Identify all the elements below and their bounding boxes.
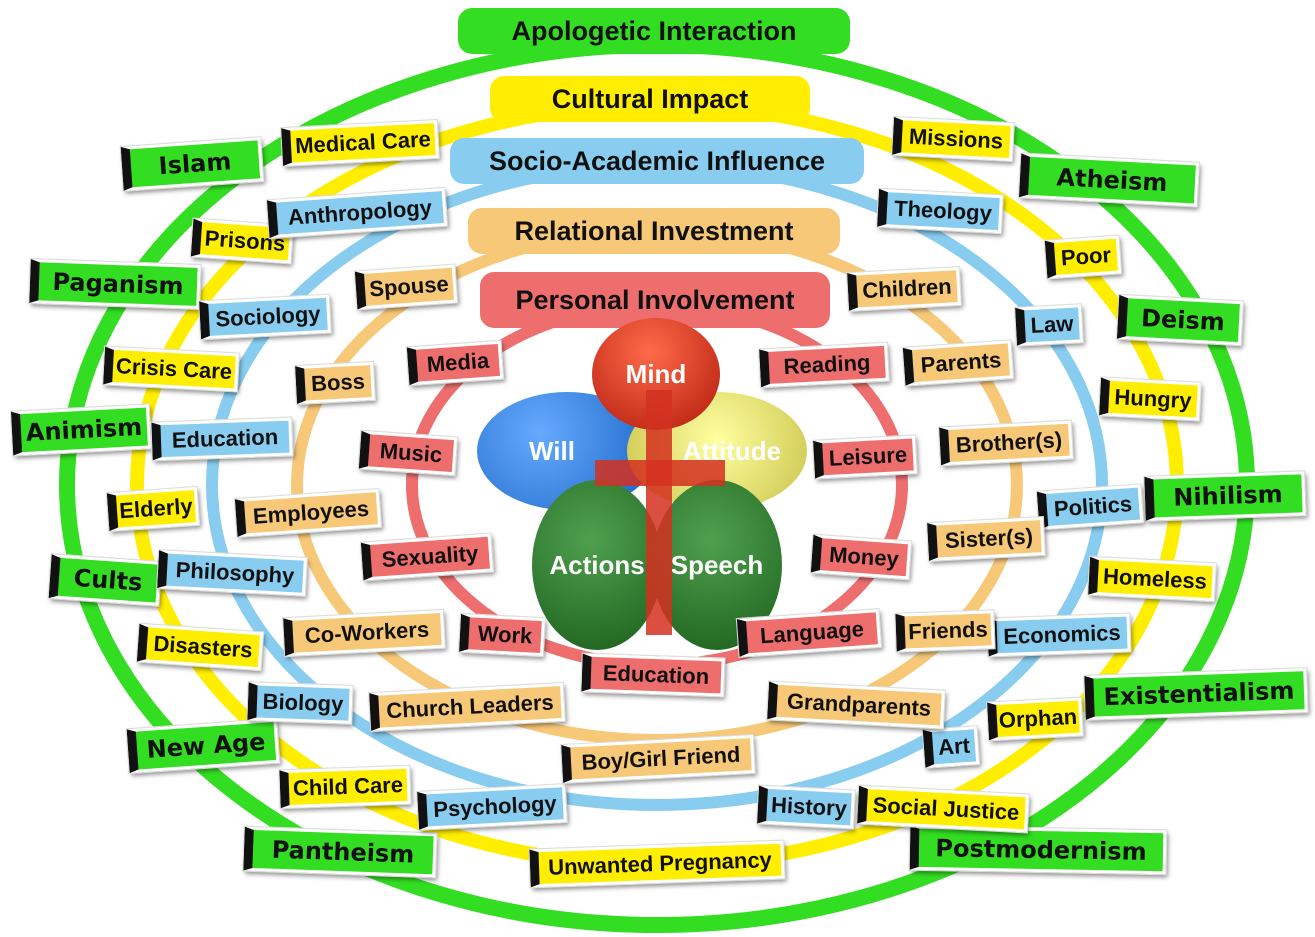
- banner-apologetic: Apologetic Interaction: [458, 8, 850, 54]
- worldviews-tag: Paganism: [28, 257, 202, 311]
- relational-items-tag: Spouse: [353, 263, 459, 311]
- cross-icon: [595, 390, 725, 635]
- socio-items-tag: Theology: [876, 187, 1004, 235]
- relational-items-tag: Sister(s): [926, 515, 1046, 563]
- petal-mind: Mind: [592, 318, 720, 430]
- relational-items-tag: Children: [846, 265, 962, 313]
- relational-items-tag: Friends: [894, 609, 996, 653]
- worldviews-tag: Animism: [9, 403, 153, 457]
- worldviews-tag: Postmodernism: [908, 824, 1168, 876]
- cultural-items-tag: Missions: [891, 115, 1015, 163]
- worldviews-tag: Pantheism: [242, 825, 438, 879]
- worldviews-tag: Atheism: [1017, 152, 1201, 208]
- socio-items-tag: Biology: [246, 681, 354, 725]
- socio-items-tag: Education: [150, 416, 294, 462]
- socio-items-tag: Law: [1014, 303, 1084, 347]
- socio-items-tag: History: [756, 784, 856, 830]
- socio-items-tag: Economics: [986, 612, 1132, 658]
- socio-items-tag: Politics: [1035, 483, 1145, 531]
- cultural-items-tag: Crisis Care: [102, 345, 240, 393]
- cultural-items-tag: Orphan: [986, 696, 1084, 742]
- personal-items-tag: Money: [809, 533, 913, 581]
- cultural-items-tag: Elderly: [105, 485, 201, 533]
- relational-items-tag: Parents: [901, 339, 1015, 387]
- cultural-items-tag: Hungry: [1098, 376, 1202, 422]
- socio-items-tag: Psychology: [416, 782, 568, 832]
- worldviews-tag: Nihilism: [1143, 470, 1307, 522]
- socio-items-tag: Art: [921, 725, 981, 769]
- worldviews-tag: Deism: [1115, 293, 1245, 347]
- personal-items-tag: Reading: [758, 341, 890, 389]
- petal-will-label: Will: [529, 435, 575, 466]
- banner-relational: Relational Investment: [468, 208, 840, 254]
- personal-items-tag: Leisure: [812, 434, 918, 480]
- socio-items-tag: Sociology: [198, 293, 332, 341]
- banner-socio: Socio-Academic Influence: [450, 138, 864, 184]
- worldviews-tag: Cults: [47, 553, 163, 607]
- personal-items-tag: Education: [580, 652, 726, 698]
- relational-items-tag: Brother(s): [938, 419, 1074, 467]
- banner-cultural: Cultural Impact: [490, 76, 810, 122]
- personal-items-tag: Music: [357, 429, 459, 477]
- personal-items-tag: Media: [405, 339, 505, 387]
- cultural-items-tag: Medical Care: [280, 118, 440, 168]
- cultural-items-tag: Child Care: [278, 764, 412, 810]
- petal-actions-label: Actions: [549, 549, 645, 580]
- cultural-items-tag: Homeless: [1087, 555, 1217, 603]
- personal-items-tag: Work: [458, 612, 546, 658]
- petal-actions: Actions: [532, 480, 662, 650]
- worldviews-tag: Existentialism: [1083, 666, 1309, 722]
- petal-mind-label: Mind: [625, 358, 687, 389]
- cultural-items-tag: Poor: [1043, 234, 1123, 280]
- relational-items-tag: Boss: [294, 360, 376, 406]
- socio-items-tag: Philosophy: [156, 548, 308, 598]
- petal-speech-label: Speech: [670, 549, 764, 580]
